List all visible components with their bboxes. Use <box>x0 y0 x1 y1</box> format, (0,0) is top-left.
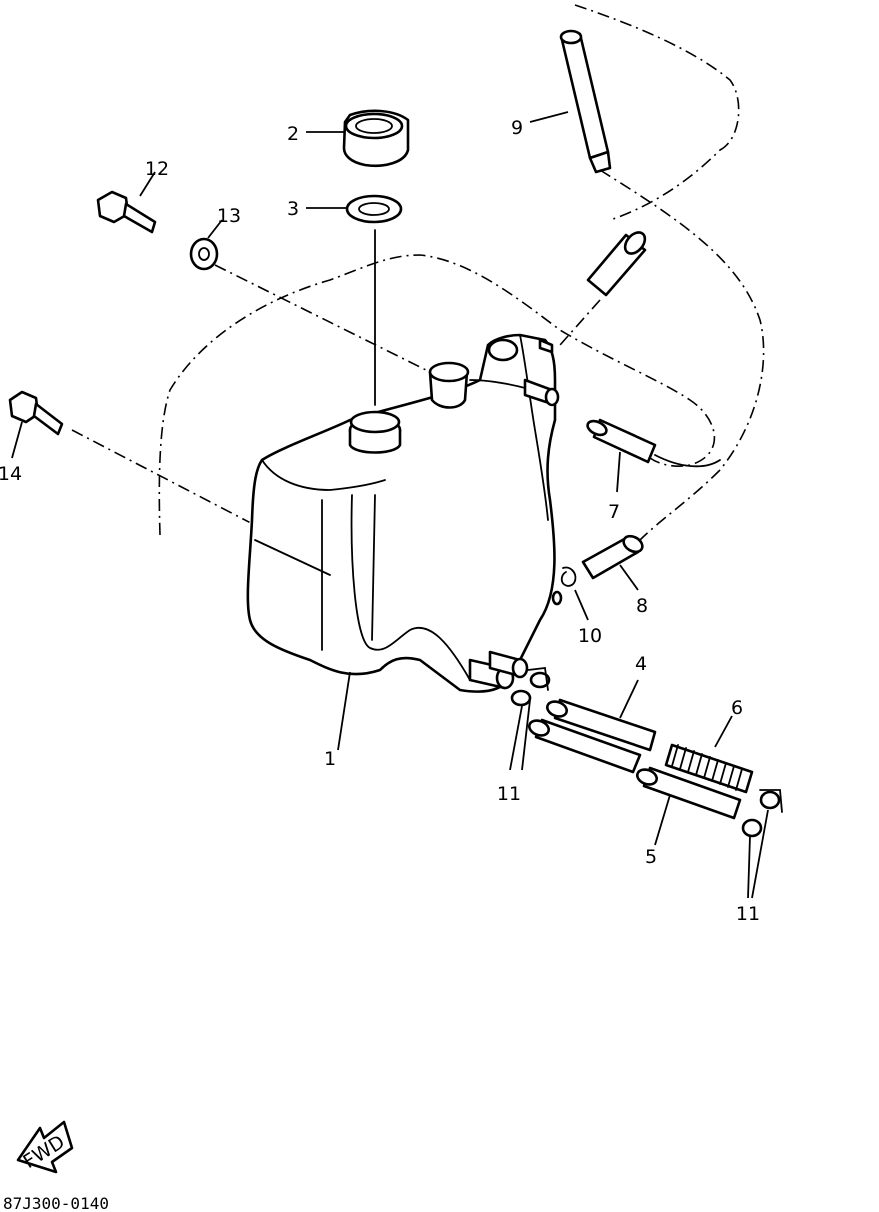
hose-connector-upper <box>586 231 647 297</box>
label-11-right: 11 <box>736 903 760 925</box>
label-6: 6 <box>731 697 743 719</box>
label-3: 3 <box>287 198 299 220</box>
tank-cap <box>306 109 410 168</box>
overflow-route-line <box>574 4 765 541</box>
part-labels: 1 2 3 4 5 6 7 8 9 10 11 11 12 13 14 <box>0 117 760 925</box>
hose-9 <box>529 29 612 174</box>
label-14: 14 <box>0 463 22 485</box>
label-2: 2 <box>287 123 299 145</box>
label-10: 10 <box>578 625 602 647</box>
label-11-left: 11 <box>497 783 521 805</box>
label-5: 5 <box>645 846 657 868</box>
hose-7-route <box>654 454 721 468</box>
oil-tank <box>246 333 563 751</box>
clamp-right <box>741 789 783 899</box>
cap-gasket <box>306 194 403 224</box>
clamp-left <box>509 667 551 771</box>
bolt-12 <box>96 171 157 234</box>
label-12: 12 <box>145 158 169 180</box>
fwd-arrow-icon: FWD <box>16 1120 74 1174</box>
bolt-14-guide-line <box>71 429 246 521</box>
hose-5 <box>636 766 742 846</box>
hose-4 <box>546 679 657 752</box>
label-9: 9 <box>511 117 523 139</box>
hose-6-lower <box>528 718 642 774</box>
washer-13 <box>189 219 223 271</box>
label-7: 7 <box>608 501 620 523</box>
clip-10 <box>560 566 589 621</box>
label-13: 13 <box>217 205 241 227</box>
hose-8 <box>581 534 644 591</box>
hose-7 <box>586 418 657 493</box>
hose-6-spring <box>664 715 754 794</box>
label-4: 4 <box>635 653 647 675</box>
bolt-14 <box>8 390 64 459</box>
drawing-code: 87J300-0140 <box>3 1194 109 1212</box>
label-1: 1 <box>324 748 336 770</box>
hose-route-line <box>158 254 716 536</box>
washer-guide-line <box>214 264 431 373</box>
guide-lines <box>71 4 765 566</box>
hose-9-guide-line <box>559 299 601 346</box>
label-8: 8 <box>636 595 648 617</box>
